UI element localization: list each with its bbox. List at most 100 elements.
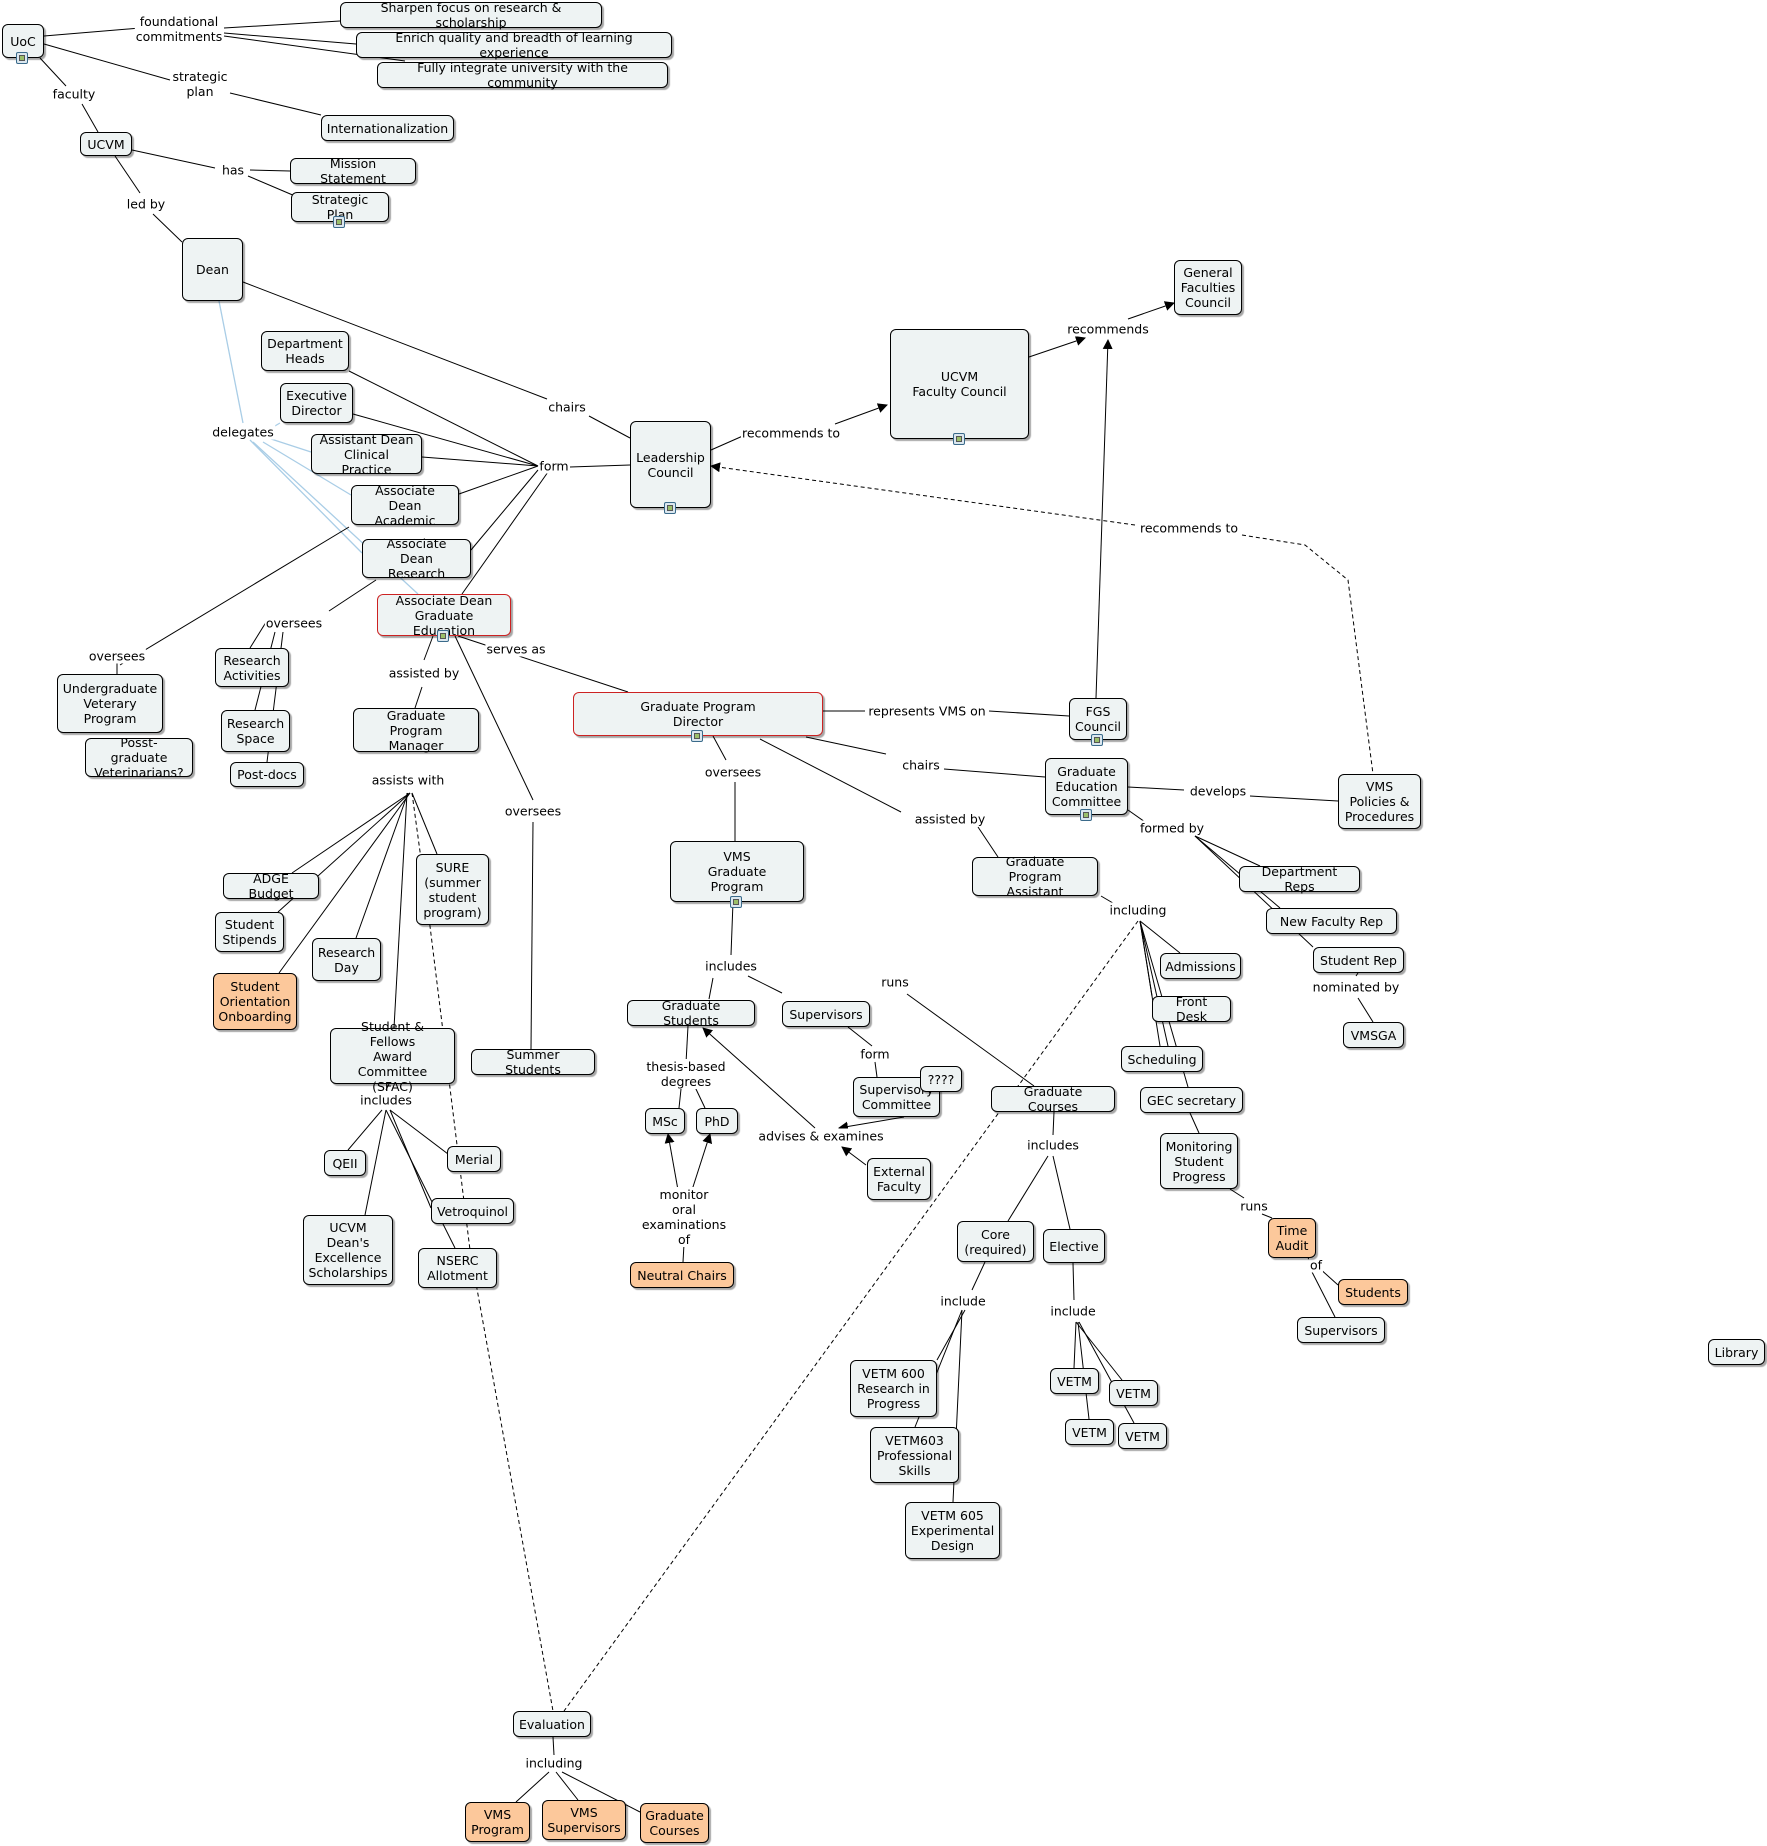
concept-node-vetm3[interactable]: VETM	[1065, 1419, 1114, 1445]
linked-resource-icon[interactable]	[1091, 734, 1103, 746]
concept-node-enrich[interactable]: Enrich quality and breadth of learning e…	[356, 30, 672, 60]
concept-node-gecsec[interactable]: GEC secretary	[1140, 1087, 1243, 1113]
link-line	[218, 300, 244, 424]
concept-node-vetm600[interactable]: VETM 600 Research in Progress	[850, 1360, 937, 1417]
concept-node-uvp[interactable]: Undergraduate Veterary Program	[57, 674, 163, 733]
concept-node-mission[interactable]: Mission Statement	[290, 156, 416, 186]
concept-node-vetm605[interactable]: VETM 605 Experimental Design	[905, 1502, 1000, 1559]
linked-resource-icon[interactable]	[333, 216, 345, 228]
concept-node-posst[interactable]: Posst-graduate Veterinarians?	[85, 735, 193, 780]
concept-node-lc[interactable]: Leadership Council	[630, 421, 711, 514]
concept-node-label: Graduate Courses	[1023, 1084, 1083, 1114]
concept-node-vmsgp[interactable]: VMS Graduate Program	[670, 841, 804, 908]
concept-node-adge[interactable]: Associate Dean Graduate Education	[377, 593, 511, 642]
concept-node-dh[interactable]: Department Heads	[261, 331, 349, 371]
concept-node-gcourses2[interactable]: Graduate Courses	[640, 1803, 709, 1843]
concept-node-label: Graduate Program Assistant	[1005, 854, 1065, 899]
concept-node-adr[interactable]: Associate Dean Research	[362, 536, 471, 581]
concept-node-supv2[interactable]: Supervisors	[1297, 1317, 1385, 1343]
concept-node-label: Research Activities	[223, 652, 281, 683]
linked-resource-icon[interactable]	[730, 896, 742, 908]
concept-node-deptreps[interactable]: Department Reps	[1239, 864, 1360, 894]
concept-node-phd[interactable]: PhD	[696, 1108, 738, 1134]
linked-resource-icon[interactable]	[16, 52, 28, 64]
link-label: has	[220, 162, 246, 178]
concept-node-summer[interactable]: Summer Students	[471, 1047, 595, 1077]
linked-resource-icon[interactable]	[691, 730, 703, 742]
concept-node-gs[interactable]: Graduate Students	[627, 998, 755, 1028]
concept-node-ext[interactable]: External Faculty	[867, 1158, 931, 1200]
concept-node-vetm1[interactable]: VETM	[1050, 1368, 1099, 1394]
concept-node-sstip[interactable]: Student Stipends	[215, 912, 284, 952]
concept-node-ucvmdes[interactable]: UCVM Dean's Excellence Scholarships	[303, 1215, 393, 1285]
concept-node-fc[interactable]: UCVM Faculty Council	[890, 329, 1029, 445]
concept-node-vetm603[interactable]: VETM603 Professional Skills	[870, 1427, 959, 1483]
concept-node-adcp[interactable]: Assistant Dean Clinical Practice	[311, 432, 422, 477]
concept-node-sharpen[interactable]: Sharpen focus on research & scholarship	[340, 0, 602, 30]
concept-node-gcourses[interactable]: Graduate Courses	[991, 1084, 1115, 1114]
concept-node-core[interactable]: Core (required)	[957, 1221, 1034, 1262]
concept-node-vmsprog[interactable]: VMS Program	[465, 1802, 530, 1842]
concept-node-elective[interactable]: Elective	[1043, 1229, 1105, 1263]
concept-node-sup[interactable]: Supervisors	[782, 1001, 870, 1027]
concept-node-gpm[interactable]: Graduate Program Manager	[353, 708, 479, 753]
concept-node-strat[interactable]: Strategic Plan	[291, 192, 389, 228]
linked-resource-icon[interactable]	[952, 433, 965, 445]
concept-node-sure[interactable]: SURE (summer student program)	[416, 854, 489, 925]
concept-node-library[interactable]: Library	[1708, 1339, 1765, 1365]
link-line	[1095, 339, 1113, 699]
concept-node-gfc[interactable]: General Faculties Council	[1174, 260, 1242, 315]
concept-node-vetm2[interactable]: VETM	[1109, 1380, 1158, 1406]
concept-node-vmssup[interactable]: VMS Supervisors	[542, 1800, 626, 1840]
concept-node-fgs[interactable]: FGS Council	[1069, 698, 1127, 746]
concept-node-dean[interactable]: Dean	[182, 238, 243, 301]
concept-node-vmsga[interactable]: VMSGA	[1343, 1022, 1404, 1048]
concept-node-gec[interactable]: Graduate Education Committee	[1045, 758, 1128, 821]
concept-node-msp[interactable]: Monitoring Student Progress	[1160, 1133, 1238, 1189]
concept-node-msc[interactable]: MSc	[645, 1108, 685, 1134]
concept-node-merial[interactable]: Merial	[447, 1146, 501, 1172]
concept-node-vetro[interactable]: Vetroquinol	[431, 1198, 514, 1224]
concept-node-pd[interactable]: Post-docs	[230, 762, 304, 787]
concept-node-sfac[interactable]: Student & Fellows Award Committee (SFAC)	[330, 1019, 455, 1094]
concept-node-qq[interactable]: ????	[920, 1066, 962, 1092]
concept-node-label: Elective	[1049, 1238, 1099, 1254]
concept-node-label: Department Reps	[1261, 864, 1338, 894]
concept-node-srep[interactable]: Student Rep	[1313, 947, 1404, 973]
concept-node-uoc[interactable]: UoC	[2, 24, 44, 64]
concept-node-fdesk[interactable]: Front Desk	[1152, 994, 1231, 1024]
link-label: monitor oral examinations of	[640, 1187, 728, 1247]
link-label: oversees	[503, 803, 563, 819]
link-label: chairs	[901, 757, 941, 773]
concept-node-qeii[interactable]: QEII	[324, 1150, 366, 1176]
concept-node-integrate[interactable]: Fully integrate university with the comm…	[377, 60, 668, 90]
concept-node-adm[interactable]: Admissions	[1160, 953, 1241, 979]
concept-node-vmspol[interactable]: VMS Policies & Procedures	[1338, 774, 1421, 829]
concept-node-intl[interactable]: Internationalization	[321, 115, 454, 141]
concept-node-gpd[interactable]: Graduate Program Director	[573, 692, 823, 742]
concept-node-label: Associate Dean Academic	[374, 482, 436, 528]
concept-node-ucvm[interactable]: UCVM	[80, 132, 132, 156]
concept-node-exec[interactable]: Executive Director	[280, 383, 353, 423]
concept-node-sched[interactable]: Scheduling	[1121, 1046, 1203, 1072]
concept-node-neutral[interactable]: Neutral Chairs	[630, 1262, 734, 1288]
linked-resource-icon[interactable]	[1079, 809, 1092, 821]
concept-node-rs[interactable]: Research Space	[221, 710, 290, 752]
concept-node-soo[interactable]: Student Orientation Onboarding	[213, 973, 297, 1030]
concept-node-taudit[interactable]: Time Audit	[1268, 1218, 1316, 1258]
concept-node-nserc[interactable]: NSERC Allotment	[418, 1248, 497, 1288]
link-line	[1072, 1262, 1075, 1301]
concept-node-ra[interactable]: Research Activities	[215, 648, 289, 687]
linked-resource-icon[interactable]	[663, 502, 676, 514]
link-line	[1127, 786, 1185, 791]
concept-node-ada[interactable]: Associate Dean Academic	[351, 482, 459, 528]
concept-node-students[interactable]: Students	[1338, 1279, 1408, 1305]
concept-node-eval[interactable]: Evaluation	[513, 1711, 591, 1737]
concept-node-nfr[interactable]: New Faculty Rep	[1266, 908, 1397, 934]
concept-node-adgeb[interactable]: ADGE Budget	[223, 871, 319, 901]
concept-node-gpa[interactable]: Graduate Program Assistant	[972, 854, 1098, 899]
concept-node-vetm4[interactable]: VETM	[1118, 1423, 1167, 1449]
concept-node-rday[interactable]: Research Day	[312, 938, 381, 981]
link-label: thesis-based degrees	[645, 1059, 727, 1089]
linked-resource-icon[interactable]	[437, 630, 449, 642]
